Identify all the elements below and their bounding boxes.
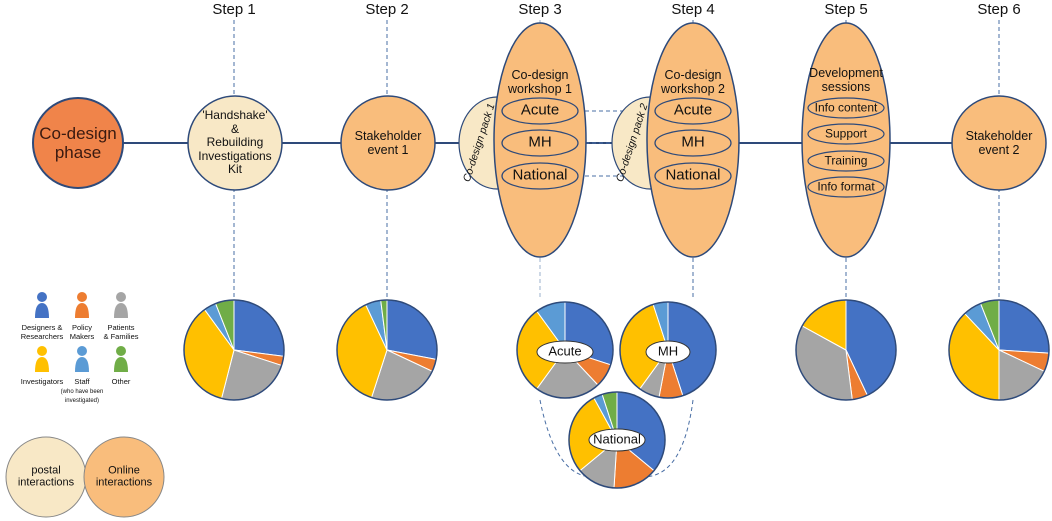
person-icon-body-policy <box>75 303 89 318</box>
pie-outline-step6 <box>948 299 1050 401</box>
development-oval <box>801 22 891 258</box>
legend-policy: Policy Makers <box>69 323 95 341</box>
stage-shapes <box>5 22 1047 518</box>
development-topic-pill <box>807 97 885 119</box>
key-online-circle <box>83 436 165 518</box>
stakeholder-event-1-label: Stakeholder event 1 <box>354 129 422 157</box>
key-online-label: Online interactions <box>95 464 153 489</box>
stakeholder-event-2-circle <box>951 95 1047 191</box>
stakeholder-event-2-label: Stakeholder event 2 <box>965 129 1033 157</box>
handshake-label: 'Handshake' & Rebuilding Investigations … <box>198 108 272 177</box>
person-icon-body-investigators <box>35 357 49 372</box>
legend-designers: Designers & Researchers <box>20 323 64 341</box>
person-icon-body-patients <box>114 303 128 318</box>
step-6-label: Step 6 <box>977 1 1021 18</box>
pie-badge-bg <box>645 340 691 364</box>
key-postal-label: postal interactions <box>17 464 75 489</box>
pie-outline-step5 <box>795 299 897 401</box>
person-icon-head-policy <box>77 292 87 302</box>
pie-badge-mh: MH <box>657 343 679 359</box>
co-design-phase-circle <box>32 97 124 189</box>
workshop-1-oval <box>493 22 587 258</box>
pie-outline-national <box>568 391 666 489</box>
person-icon-head-staff <box>77 346 87 356</box>
workshop-2-oval <box>646 22 740 258</box>
workshop-1-national: National <box>512 166 568 184</box>
person-icon-head-other <box>116 346 126 356</box>
topic-info-content: Info content <box>814 100 878 115</box>
step-4-label: Step 4 <box>671 1 715 18</box>
pie-slice-step1-designers <box>233 299 285 357</box>
legend-investigators: Investigators <box>20 377 64 386</box>
step-1-label: Step 1 <box>212 1 256 18</box>
pie-slice-step6-designers <box>998 299 1050 354</box>
stakeholder-pie-charts <box>183 299 1050 489</box>
stakeholder-event-1-circle <box>340 95 436 191</box>
development-topic-pill <box>807 176 885 198</box>
workshop-1-mh: MH <box>528 133 552 151</box>
development-topic-pill <box>807 150 885 172</box>
legend-other: Other <box>111 377 131 386</box>
legend-icons <box>35 292 128 372</box>
legend-staff-note: (who have been investigated) <box>60 388 104 404</box>
pie-slice-step2-designers <box>386 299 438 360</box>
workshop-2-pill <box>654 97 732 125</box>
pie-outline-step2 <box>336 299 438 401</box>
legend-staff-label: Staff <box>74 377 90 386</box>
step-3-label: Step 3 <box>518 1 562 18</box>
workshop-2-title: Co-design workshop 2 <box>661 68 725 96</box>
workshop-1-acute: Acute <box>520 101 560 119</box>
workshop-1-title: Co-design workshop 1 <box>508 68 572 96</box>
person-icon-head-designers <box>37 292 47 302</box>
pie-badge-acute: Acute <box>548 343 582 359</box>
pie-outline-mh <box>619 301 717 399</box>
development-sessions-title: Development sessions <box>809 66 883 94</box>
workshop-1-pill <box>501 97 579 125</box>
step-2-label: Step 2 <box>365 1 409 18</box>
workshop-2-acute: Acute <box>673 101 713 119</box>
workshop-2-mh: MH <box>681 133 705 151</box>
topic-support: Support <box>824 126 868 141</box>
legend-patients: Patients & Families <box>103 323 139 341</box>
workshop-2-pill <box>654 129 732 157</box>
person-icon-body-staff <box>75 357 89 372</box>
pie-badge-bg <box>536 340 594 364</box>
step-5-label: Step 5 <box>824 1 868 18</box>
person-icon-head-patients <box>116 292 126 302</box>
workshop-1-pill <box>501 162 579 190</box>
development-topic-pill <box>807 123 885 145</box>
legend-staff: Staff (who have been investigated) <box>60 377 104 404</box>
topic-info-format: Info format <box>817 179 875 194</box>
workshop-2-national: National <box>665 166 721 184</box>
topic-training: Training <box>824 153 868 168</box>
pie-outline-acute <box>516 301 614 399</box>
co-design-phase-label: Co-design phase <box>39 123 117 162</box>
pie-badge-national: National <box>593 431 641 447</box>
workshop-1-pill <box>501 129 579 157</box>
pie-badge-bg <box>588 428 646 452</box>
person-icon-body-designers <box>35 303 49 318</box>
workshop-2-pill <box>654 162 732 190</box>
pie-outline-step1 <box>183 299 285 401</box>
person-icon-head-investigators <box>37 346 47 356</box>
handshake-circle <box>187 95 283 191</box>
person-icon-body-other <box>114 357 128 372</box>
